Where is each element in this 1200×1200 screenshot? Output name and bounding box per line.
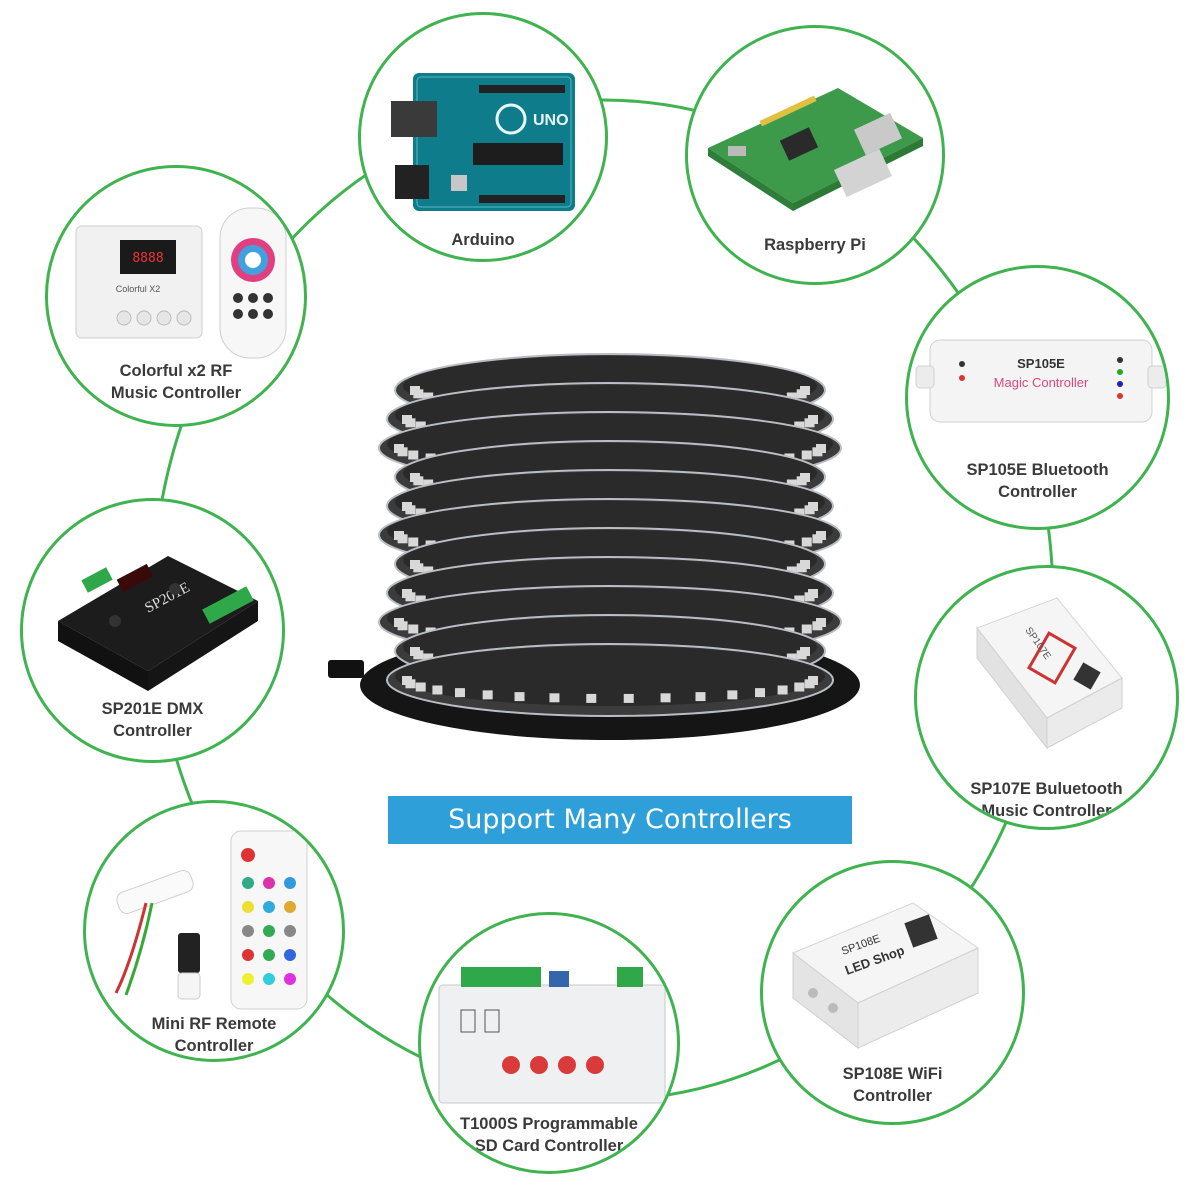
node-sp107e: SP107E SP107E Buluetooth Music Controlle… xyxy=(914,565,1179,830)
label-line: Arduino xyxy=(451,231,515,249)
label-line: Music Controller xyxy=(110,384,242,402)
label-line: Mini RF Remote xyxy=(151,1015,277,1033)
label-line: Raspberry Pi xyxy=(764,236,866,254)
label-colorful-x2: Colorful x2 RF Music Controller xyxy=(48,360,304,404)
raspberry-pi-board-icon xyxy=(708,88,923,211)
label-mini-rf: Mini RF Remote Controller xyxy=(86,1013,342,1057)
label-line: Controller xyxy=(853,1087,932,1105)
label-line: T1000S Programmable xyxy=(460,1115,638,1133)
label-arduino: Arduino xyxy=(361,229,605,251)
node-sp105e: SP105E Magic Controller SP105E Bluetooth… xyxy=(905,265,1170,530)
label-sp105e: SP105E Bluetooth Controller xyxy=(908,459,1167,503)
rf-remote-icon xyxy=(114,830,308,1010)
sp201e-box-icon: SP201E xyxy=(58,556,258,691)
device-title: SP105E xyxy=(1017,356,1065,371)
label-sp107e: SP107E Buluetooth Music Controller xyxy=(917,778,1176,822)
label-line: SP201E DMX xyxy=(101,700,204,718)
music-controller-icon: 8888 Colorful X2 xyxy=(75,207,287,359)
device-subtitle: Magic Controller xyxy=(994,375,1089,390)
node-raspberry-pi: Raspberry Pi xyxy=(685,25,945,285)
sp107e-box-icon: SP107E xyxy=(976,597,1123,750)
support-banner: Support Many Controllers xyxy=(388,796,852,844)
label-line: Music Controller xyxy=(981,802,1112,820)
label-line: Colorful x2 RF xyxy=(119,362,233,380)
label-line: SP105E Bluetooth xyxy=(966,461,1109,479)
device-title: Colorful X2 xyxy=(116,284,161,294)
svg-text:8888: 8888 xyxy=(132,251,163,266)
label-sp108e: SP108E WiFi Controller xyxy=(763,1063,1022,1107)
led-strip-reel-icon xyxy=(328,353,860,740)
label-line: Controller xyxy=(174,1037,254,1055)
node-sp201e: SP201E SP201E DMX Controller xyxy=(20,498,285,763)
node-arduino: UNO Arduino xyxy=(358,12,608,262)
label-line: SP108E WiFi xyxy=(842,1065,943,1083)
node-t1000s: T1000S Programmable SD Card Controller xyxy=(418,912,680,1174)
label-t1000s: T1000S Programmable SD Card Controller xyxy=(421,1113,677,1157)
board-label: UNO xyxy=(533,112,569,129)
t1000s-box-icon xyxy=(438,967,666,1104)
label-line: Controller xyxy=(998,483,1077,501)
node-sp108e: SP108E LED Shop SP108E WiFi Controller xyxy=(760,860,1025,1125)
label-line: SP107E Buluetooth xyxy=(970,780,1123,798)
label-sp201e: SP201E DMX Controller xyxy=(23,698,282,742)
label-line: Controller xyxy=(113,722,192,740)
label-line: SD Card Controller xyxy=(474,1137,624,1155)
sp105e-box-icon: SP105E Magic Controller xyxy=(915,339,1167,423)
arduino-board-icon: UNO xyxy=(391,73,575,211)
sp108e-box-icon: SP108E LED Shop xyxy=(792,902,980,1050)
node-colorful-x2: 8888 Colorful X2 Colorful x2 RF Music Co… xyxy=(45,165,307,427)
node-mini-rf: Mini RF Remote Controller xyxy=(83,800,345,1062)
label-raspberry-pi: Raspberry Pi xyxy=(688,234,942,256)
